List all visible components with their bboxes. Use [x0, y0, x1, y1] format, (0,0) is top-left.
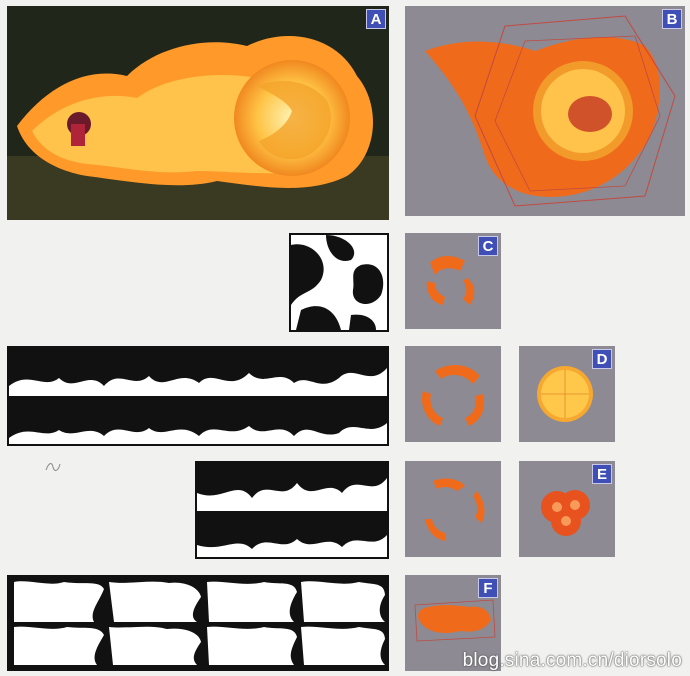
- panel-a-fireball-scene: A: [7, 6, 389, 220]
- panel-e-badge: E: [592, 464, 612, 484]
- panel-b-wireframe: B: [405, 6, 685, 216]
- panel-b-badge: B: [662, 9, 682, 29]
- texture-e-bottom-pattern: [197, 513, 387, 549]
- panel-d-ring: [405, 346, 501, 442]
- texture-e-strip-top: [195, 461, 389, 513]
- panel-c-badge: C: [478, 236, 498, 256]
- squiggle-mark: [45, 463, 61, 471]
- panel-e-fragments-illustration: [425, 478, 485, 541]
- panel-f-badge: F: [478, 578, 498, 598]
- panel-d-sphere-illustration: [537, 366, 593, 422]
- panel-c: C: [405, 233, 501, 329]
- texture-c-pattern: [291, 235, 384, 330]
- panel-f-illustration: [414, 599, 496, 642]
- panel-f: F: [405, 575, 501, 671]
- texture-e-top-pattern: [197, 463, 387, 498]
- panel-e-fragments: [405, 461, 501, 557]
- fireball-illustration: [7, 6, 389, 220]
- texture-e-strip-bottom: [195, 511, 389, 559]
- texture-d-bottom-pattern: [9, 398, 387, 438]
- texture-f-strip: [7, 575, 389, 671]
- panel-d-badge: D: [592, 349, 612, 369]
- texture-c-source: [289, 233, 389, 332]
- watermark-text: blog.sina.com.cn/diorsolo: [462, 650, 682, 671]
- panel-e-spheres: E: [519, 461, 615, 557]
- texture-d-strip-bottom: [7, 396, 389, 446]
- texture-d-top-pattern: [9, 348, 387, 386]
- panel-c-illustration: [426, 256, 475, 305]
- panel-e-spheres-illustration: [541, 490, 590, 536]
- texture-d-strip-top: [7, 346, 389, 398]
- panel-d-ring-illustration: [421, 364, 485, 426]
- panel-d-sphere: D: [519, 346, 615, 442]
- texture-f-pattern: [14, 581, 385, 665]
- wireframe-illustration: [425, 15, 676, 207]
- panel-a-badge: A: [366, 9, 386, 29]
